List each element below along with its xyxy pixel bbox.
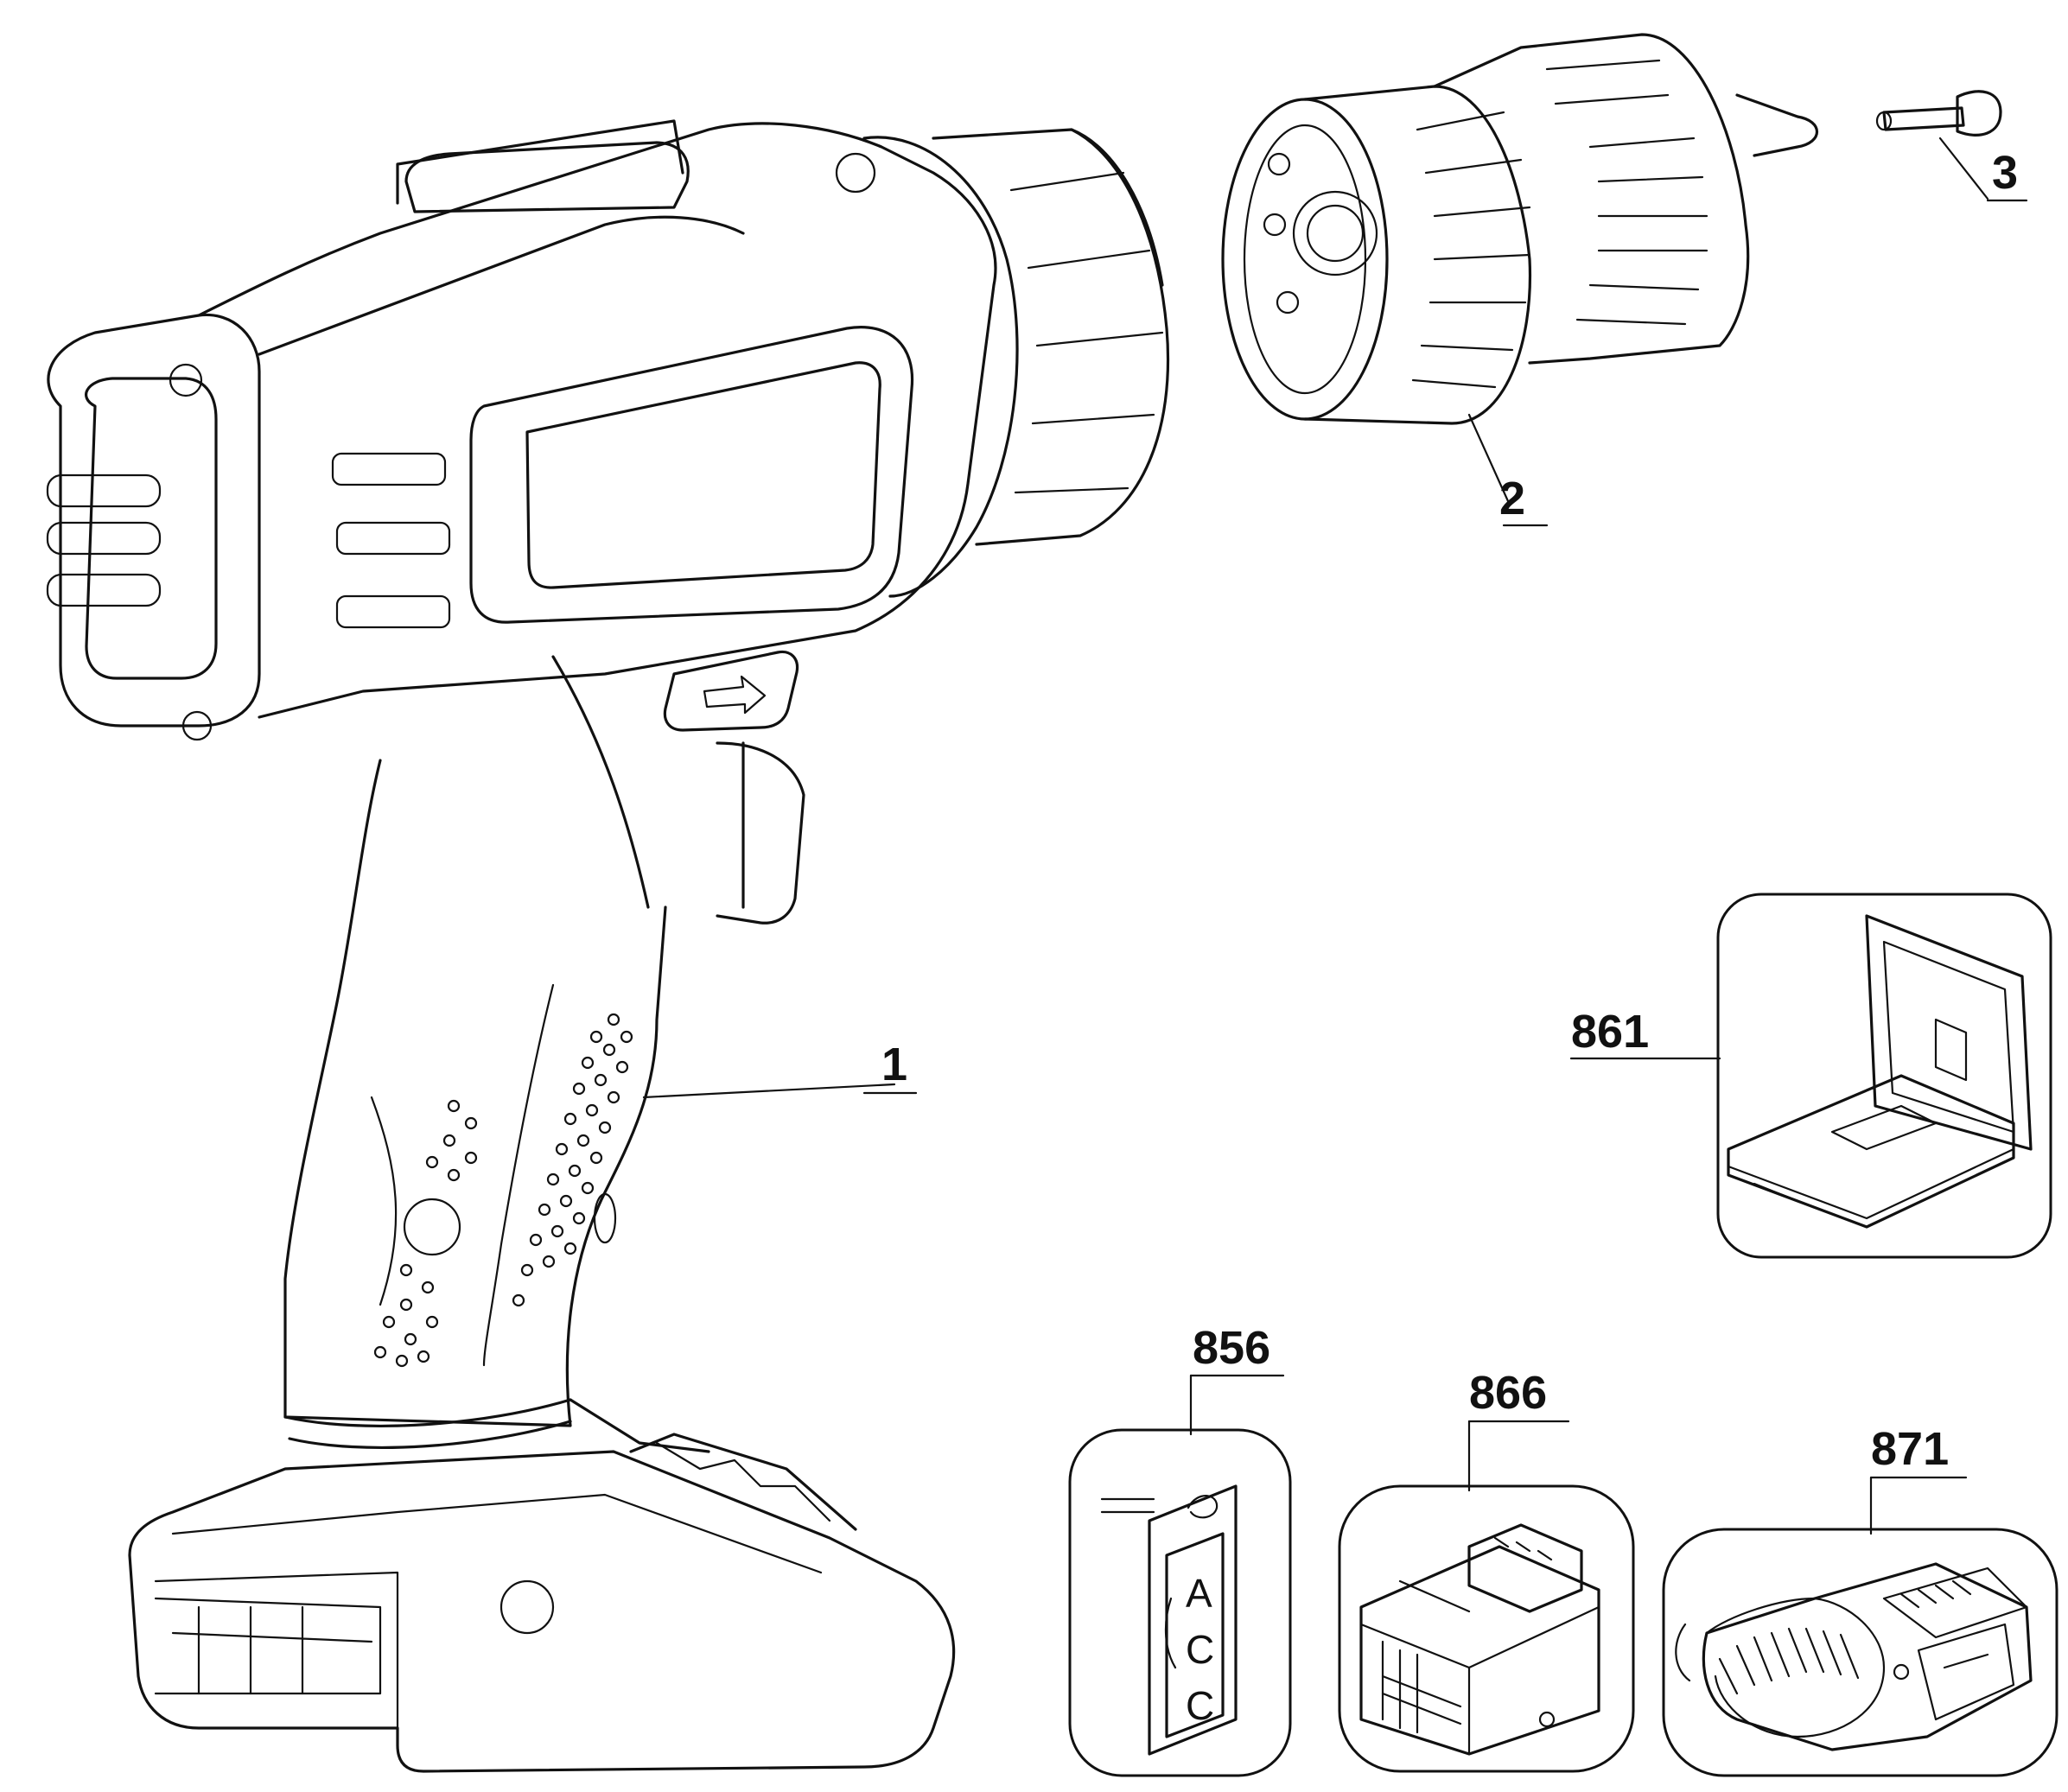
part-856-callout: 856 [1189,1322,1285,1436]
charger-panel [1662,1528,2058,1777]
part-861-label: 861 [1571,1006,1649,1058]
drill-body-icon [46,119,1170,1773]
part-2-label: 2 [1499,473,1525,524]
label-letter-c1: C [1186,1627,1214,1672]
part-1-label: 1 [881,1039,907,1090]
part-871-label: 871 [1871,1423,1949,1475]
chuck-icon [1221,33,1819,425]
kit-box-icon [1727,914,2033,1229]
part-871-callout: 871 [1869,1423,1968,1535]
grip-dimples [373,1013,633,1368]
part-3-label: 3 [1992,147,2018,199]
screw-icon [1875,90,2002,137]
charger-icon [1675,1562,2033,1751]
part-866-label: 866 [1469,1367,1547,1419]
part-861-callout: 861 [1569,1006,1721,1060]
part-3-callout: 3 [1938,137,2028,202]
part-1-callout: 1 [642,1039,918,1099]
kit-box-panel [1716,893,2052,1259]
label-letter-c2: C [1186,1683,1214,1728]
label-sheet-panel [1068,1428,1292,1777]
part-2-callout: 2 [1467,413,1549,527]
battery-panel [1338,1484,1635,1773]
battery-icon [1359,1523,1600,1756]
label-letter-a: A [1186,1571,1212,1616]
part-866-callout: 866 [1467,1367,1570,1492]
label-sheet-icon: A C C [1100,1484,1238,1756]
part-856-label: 856 [1193,1322,1270,1374]
